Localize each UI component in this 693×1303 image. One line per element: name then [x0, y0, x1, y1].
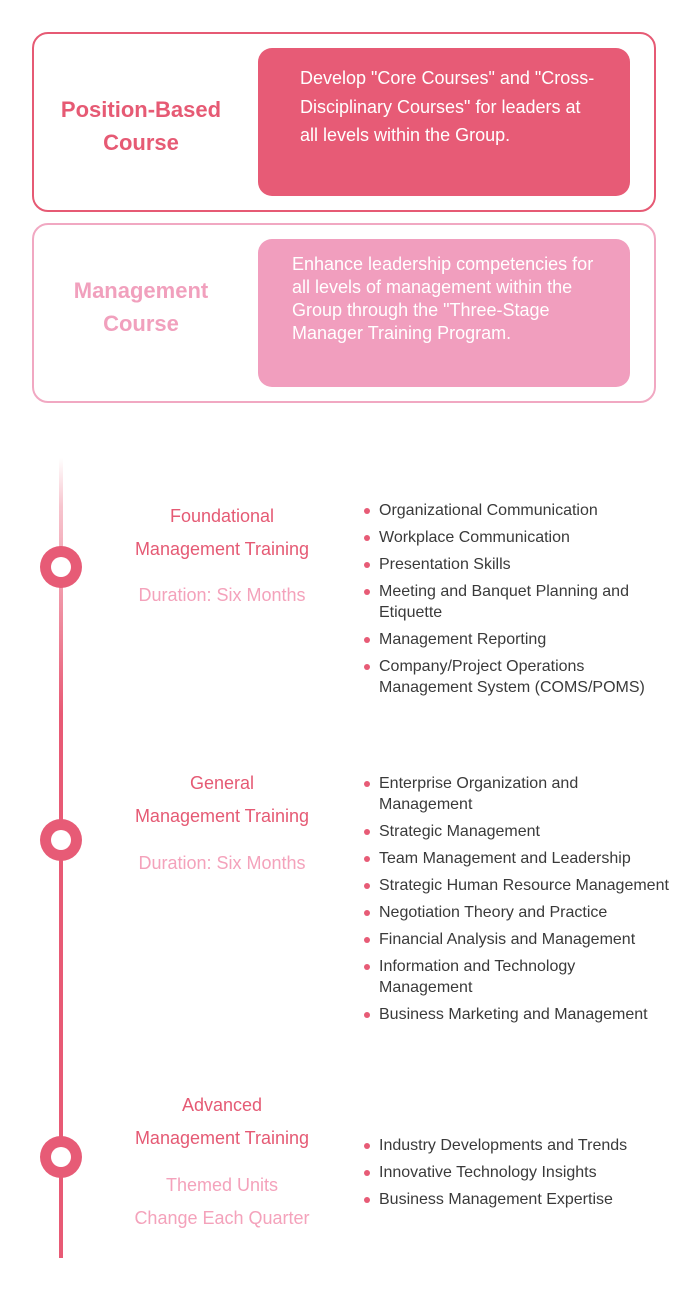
stage-course-list: Industry Developments and Trends Innovat… — [364, 1135, 669, 1216]
card-title-line: Course — [103, 311, 179, 336]
stage-title-advanced: Advanced Management Training — [110, 1089, 334, 1155]
card-title: Position-Based Course — [34, 93, 248, 159]
stage-title-line: General — [189, 773, 255, 793]
stage-duration-line: Duration: Six Months — [138, 585, 306, 605]
list-item: Financial Analysis and Management — [364, 929, 669, 950]
timeline-node-icon — [40, 819, 82, 861]
stage-duration: Duration: Six Months — [110, 847, 334, 880]
stage-course-list: Enterprise Organization and Management S… — [364, 773, 669, 1031]
list-item: Organizational Communication — [364, 500, 669, 521]
list-item: Strategic Human Resource Management — [364, 875, 669, 896]
card-title: Management Course — [34, 274, 248, 340]
stage-duration: Themed Units Change Each Quarter — [110, 1169, 334, 1235]
position-based-course-card: Position-Based Course Develop "Core Cour… — [32, 32, 656, 212]
stage-title-line: Management Training — [134, 1128, 310, 1148]
stage-duration-line: Duration: Six Months — [138, 853, 306, 873]
list-item: Information and Technology Management — [364, 956, 669, 998]
list-item: Enterprise Organization and Management — [364, 773, 669, 815]
stage-title-line: Foundational — [169, 506, 275, 526]
stage-title-line: Management Training — [134, 539, 310, 559]
stage-duration-line: Themed Units — [165, 1175, 279, 1195]
stage-title-line: Management Training — [134, 806, 310, 826]
stage-title-foundational: Foundational Management Training — [110, 500, 334, 566]
list-item: Business Marketing and Management — [364, 1004, 669, 1025]
stage-duration-line: Change Each Quarter — [134, 1208, 310, 1228]
list-item: Presentation Skills — [364, 554, 669, 575]
list-item: Business Management Expertise — [364, 1189, 669, 1210]
management-course-card: Management Course Enhance leadership com… — [32, 223, 656, 403]
stage-course-list: Organizational Communication Workplace C… — [364, 500, 669, 704]
list-item: Strategic Management — [364, 821, 669, 842]
list-item: Workplace Communication — [364, 527, 669, 548]
list-item: Industry Developments and Trends — [364, 1135, 669, 1156]
card-title-line: Management — [73, 278, 209, 303]
list-item: Innovative Technology Insights — [364, 1162, 669, 1183]
stage-duration: Duration: Six Months — [110, 579, 334, 612]
list-item: Team Management and Leadership — [364, 848, 669, 869]
timeline-node-icon — [40, 546, 82, 588]
stage-title-line: Advanced — [181, 1095, 263, 1115]
stage-title-general: General Management Training — [110, 767, 334, 833]
card-description: Develop "Core Courses" and "Cross-Discip… — [258, 48, 630, 196]
card-title-line: Position-Based — [60, 97, 222, 122]
timeline-node-icon — [40, 1136, 82, 1178]
list-item: Company/Project Operations Management Sy… — [364, 656, 669, 698]
list-item: Meeting and Banquet Planning and Etiquet… — [364, 581, 669, 623]
card-description: Enhance leadership competencies for all … — [258, 239, 630, 387]
list-item: Negotiation Theory and Practice — [364, 902, 669, 923]
card-title-line: Course — [103, 130, 179, 155]
list-item: Management Reporting — [364, 629, 669, 650]
